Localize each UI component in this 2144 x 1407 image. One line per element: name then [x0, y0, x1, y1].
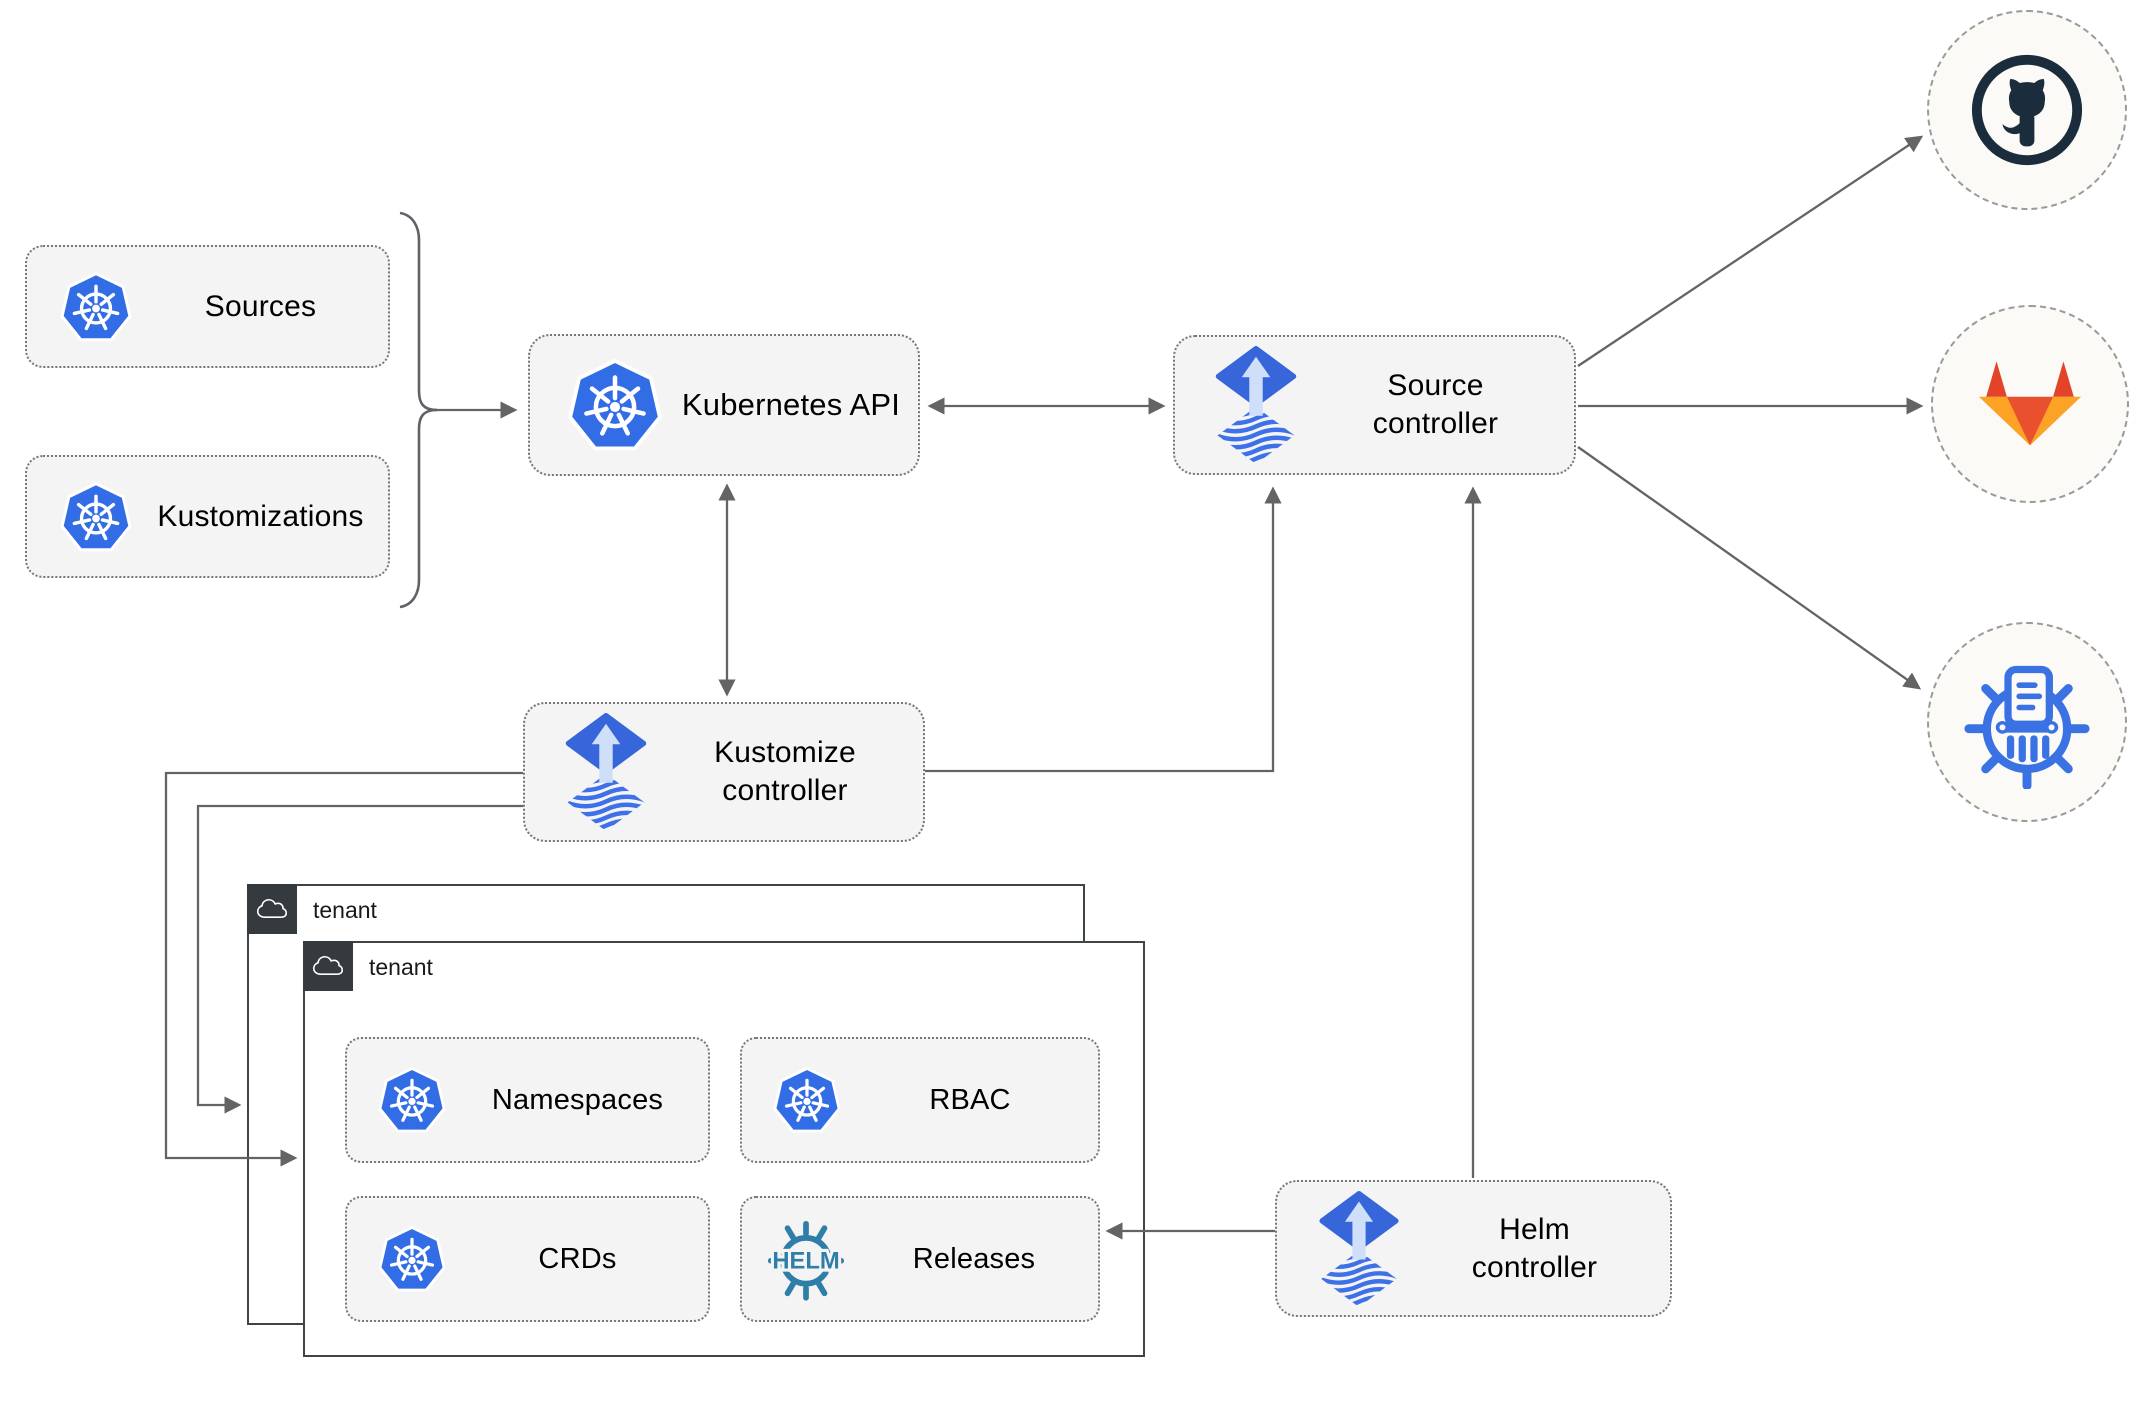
node-kustomize-controller: Kustomize controller	[523, 702, 925, 842]
node-helm-repository	[1927, 622, 2127, 822]
node-kustomize-controller-label: Kustomize controller	[714, 736, 856, 807]
kubernetes-icon	[377, 1224, 447, 1294]
helm-icon	[762, 1215, 850, 1303]
node-releases-label: Releases	[912, 1243, 1036, 1275]
kubernetes-icon	[566, 356, 664, 454]
node-source-controller-label: Source controller	[1372, 369, 1499, 440]
node-source-controller: Source controller	[1173, 335, 1576, 475]
flux-icon	[1215, 346, 1297, 464]
arrow-source-to-github	[1577, 135, 1924, 367]
node-namespaces-label: Namespaces	[491, 1084, 664, 1116]
cloud-badge	[303, 941, 353, 991]
kubernetes-icon	[59, 480, 133, 554]
tenant-inner-label: tenant	[369, 954, 433, 980]
kubernetes-icon	[377, 1065, 447, 1135]
arrow-kustomize-to-source-controller	[925, 486, 1282, 773]
node-kustomizations: Kustomizations	[25, 455, 390, 578]
node-helm-controller: Helm controller	[1275, 1180, 1672, 1317]
kubernetes-icon	[772, 1065, 842, 1135]
flux-icon	[1319, 1191, 1399, 1307]
cloud-badge	[247, 884, 297, 934]
node-sources-label: Sources	[204, 289, 317, 323]
node-github	[1927, 10, 2127, 210]
brace-bottom	[399, 408, 438, 609]
cloud-icon	[256, 897, 288, 921]
cloud-icon	[312, 954, 344, 978]
node-sources: Sources	[25, 245, 390, 368]
node-rbac: RBAC	[740, 1037, 1100, 1163]
node-helm-controller-label: Helm controller	[1471, 1212, 1598, 1284]
node-kubernetes-api-label: Kubernetes API	[681, 387, 901, 422]
chartmuseum-icon	[1960, 655, 2094, 789]
gitlab-icon	[1969, 359, 2091, 449]
brace-top	[399, 211, 438, 412]
node-namespaces: Namespaces	[345, 1037, 710, 1163]
node-rbac-label: RBAC	[929, 1084, 1011, 1116]
node-crds: CRDs	[345, 1196, 710, 1322]
flux-icon	[565, 713, 647, 831]
kubernetes-icon	[59, 270, 133, 344]
node-kubernetes-api: Kubernetes API	[528, 334, 920, 476]
node-crds-label: CRDs	[538, 1243, 617, 1275]
node-gitlab	[1931, 305, 2129, 503]
github-icon	[1968, 51, 2086, 169]
node-kustomizations-label: Kustomizations	[157, 499, 364, 533]
tenant-outer-label: tenant	[313, 897, 377, 923]
arrow-source-to-helm-repository	[1577, 446, 1922, 690]
node-releases: Releases	[740, 1196, 1100, 1322]
